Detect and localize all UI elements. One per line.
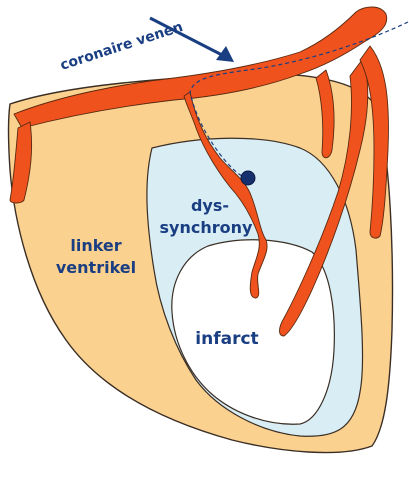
- ventricle-label-line1: linker: [70, 236, 121, 255]
- infarct-label: infarct: [195, 329, 258, 349]
- dyssynchrony-label-line1: dys-: [191, 196, 229, 215]
- dyssynchrony-label-line2: synchrony: [160, 218, 253, 237]
- ventricle-label-line2: ventrikel: [56, 258, 136, 277]
- coronary-veins-label: coronaire venen: [58, 19, 185, 74]
- lead-tip-marker: [241, 171, 255, 185]
